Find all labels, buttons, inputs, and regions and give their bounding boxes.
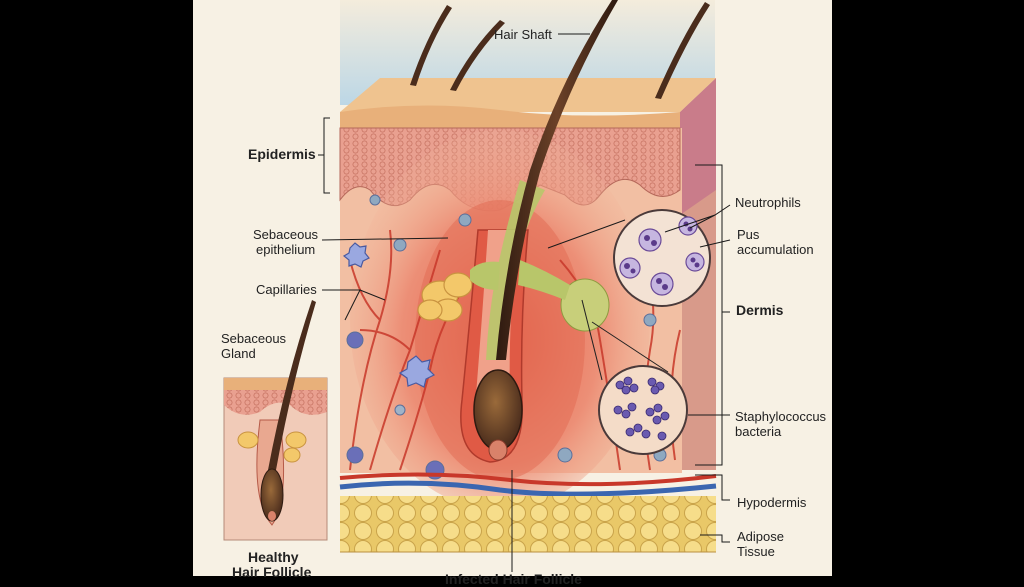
pus-channel [486,180,545,360]
label-staphylococcus-2: bacteria [735,424,782,439]
label-sebaceous-epithelium-2: epithelium [256,242,316,257]
label-adipose-2: Tissue [737,544,775,559]
staphylococcus-inset [598,365,688,455]
label-sebaceous-epithelium-1: Sebaceous [253,227,319,242]
label-healthy-follicle-1: Healthy [248,549,299,565]
leader-lines [318,33,731,572]
healthy-follicle-inset [223,300,328,541]
label-pus-1: Pus [737,227,760,242]
label-sebaceous-gland-2: Gland [221,346,256,361]
label-staphylococcus-1: Staphylococcus [735,409,827,424]
label-hypodermis: Hypodermis [737,495,807,510]
dermis-cells [346,194,667,480]
side-hair-left [410,5,452,86]
label-hair-shaft: Hair Shaft [494,27,552,42]
vein [339,480,717,497]
label-capillaries: Capillaries [256,282,317,297]
label-pus-2: accumulation [737,242,814,257]
pus-pocket-right [560,278,610,332]
side-hair-right [655,2,710,99]
neutrophil-inset [613,209,711,307]
label-sebaceous-gland-1: Sebaceous [221,331,287,346]
immune-cells [342,242,436,388]
skin-surface [340,78,716,112]
label-neutrophils: Neutrophils [735,195,801,210]
label-epidermis: Epidermis [248,146,316,162]
artery [339,472,717,487]
label-healthy-follicle-2: Hair Follicle [232,564,312,580]
label-infected-follicle: Infected Hair Follicle [445,571,582,587]
label-adipose-1: Adipose [737,529,784,544]
hair-bulb [473,369,523,451]
hair-shaft [496,0,618,360]
adipose-layer [340,496,716,552]
side-hair-mid [450,20,505,91]
label-dermis: Dermis [736,302,784,318]
sebaceous-gland-infected [417,272,473,322]
